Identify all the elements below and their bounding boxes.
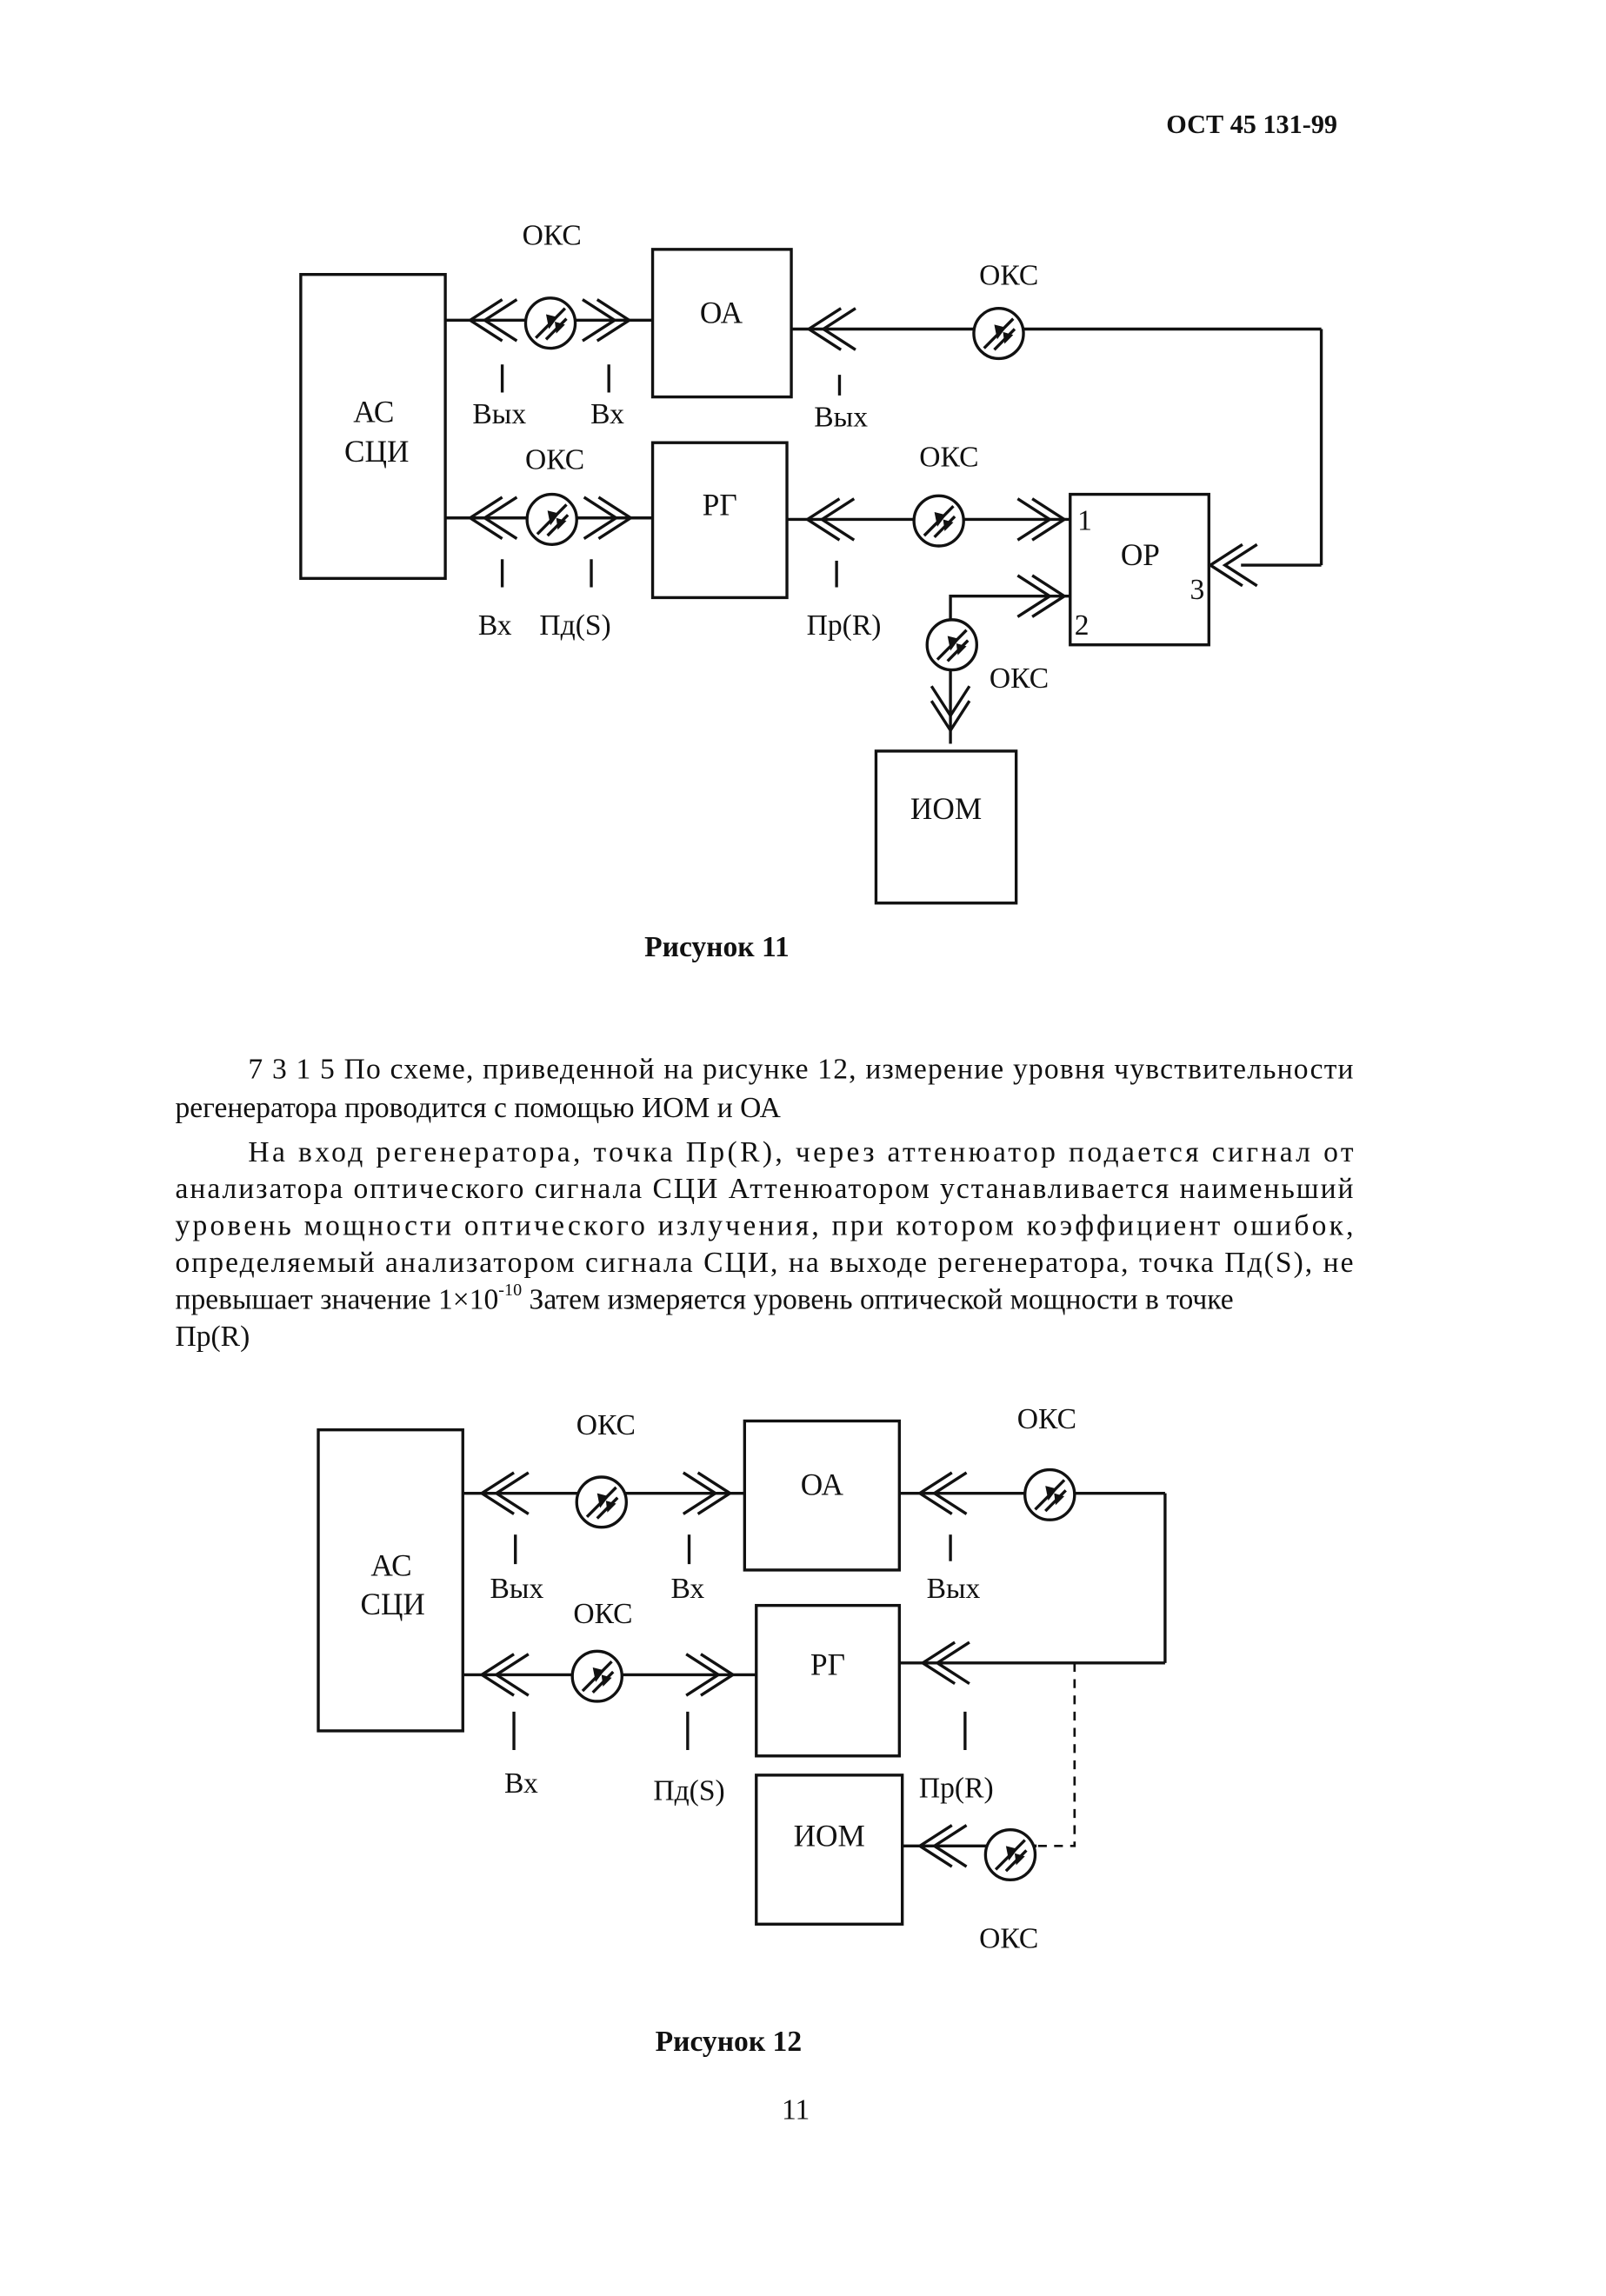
port-label: 1 [1077, 504, 1092, 536]
point-out-label: Вых [490, 1573, 544, 1605]
block-label: РГ [703, 487, 737, 522]
oks-label: ОКС [979, 1922, 1038, 1954]
point-out-label: Вых [814, 401, 868, 433]
line-start: превышает значение 1×10 [175, 1283, 498, 1315]
point-in-label: Вх [504, 1767, 538, 1800]
point-out-label: Вых [927, 1573, 981, 1605]
paragraph-line: регенератора проводится с помощью ИОМ и … [175, 1092, 781, 1124]
figure-11: АС СЦИ ОА РГ ОР 1 2 3 ИОМ ОКС Вых [299, 220, 1323, 963]
oks-cable-icon [570, 1649, 623, 1703]
point-in-label: Вх [590, 398, 624, 430]
block-label: ОР [1121, 537, 1160, 572]
paragraph-line: На вход регенератора, точка Пр(R), через… [248, 1136, 1353, 1168]
point-in-label: Вх [670, 1573, 704, 1605]
page-number: 11 [782, 2093, 810, 2126]
block-label: АС [353, 394, 394, 429]
paragraph-line: уровень мощности оптического излучения, … [175, 1209, 1353, 1241]
block-label: ОА [700, 296, 743, 330]
block-label: ИОМ [794, 1818, 865, 1853]
block-rg: РГ [650, 441, 789, 600]
oks-label: ОКС [919, 441, 978, 473]
point-pr-r-label: Пр(R) [807, 609, 882, 642]
point-pd-s-label: Пд(S) [539, 609, 610, 642]
paragraph-line: Пр(R) [175, 1321, 250, 1353]
oks-label: ОКС [523, 220, 582, 252]
port-label: 3 [1190, 574, 1204, 606]
block-label: ОА [801, 1467, 844, 1501]
oks-label: ОКС [1017, 1403, 1076, 1435]
oks-cable-icon [925, 618, 979, 672]
block-oa: ОА [743, 1419, 901, 1572]
port-label: 2 [1075, 609, 1090, 642]
oks-cable-icon [972, 307, 1025, 361]
block-iom: ИОМ [874, 749, 1018, 905]
block-label: РГ [810, 1647, 845, 1681]
point-pd-s-label: Пд(S) [653, 1775, 724, 1807]
oks-cable-icon [575, 1475, 629, 1529]
block-ac-sci: АС СЦИ [317, 1428, 464, 1733]
block-oa: ОА [650, 248, 793, 399]
figure-12: АС СЦИ ОА РГ ИОМ ОКС Вых Вх ОКС [317, 1403, 1167, 2058]
oks-cable-icon [912, 494, 965, 548]
oks-cable-icon [983, 1827, 1037, 1882]
block-iom: ИОМ [755, 1774, 904, 1926]
block-label: АС [370, 1548, 411, 1583]
paragraph-line: 7 3 1 5 По схеме, приведенной на рисунке… [248, 1054, 1353, 1086]
block-label: ИОМ [910, 791, 982, 826]
fiber-line [949, 595, 1070, 744]
figure-caption: Рисунок 12 [656, 2026, 803, 2058]
body-text: 7 3 1 5 По схеме, приведенной на рисунке… [175, 1054, 1353, 1353]
doc-code: ОСТ 45 131-99 [1166, 110, 1337, 139]
oks-cable-icon [525, 492, 578, 547]
oks-label: ОКС [573, 1598, 632, 1630]
line-end: Затем измеряется уровень оптической мощн… [522, 1283, 1233, 1315]
superscript: -10 [498, 1281, 522, 1300]
oks-label: ОКС [525, 444, 584, 476]
point-out-label: Вых [472, 398, 526, 430]
paragraph-line: превышает значение 1×10-10 Затем измеряе… [175, 1281, 1233, 1315]
block-rg: РГ [755, 1603, 901, 1758]
dashed-link [1036, 1662, 1076, 1847]
oks-cable-icon [1023, 1467, 1076, 1521]
block-or: ОР 1 2 3 [1069, 492, 1210, 647]
block-label: СЦИ [360, 1587, 424, 1621]
oks-label: ОКС [979, 259, 1038, 291]
oks-label: ОКС [990, 662, 1049, 695]
figure-caption: Рисунок 11 [644, 931, 790, 963]
paragraph-line: анализатора оптического сигнала СЦИ Атте… [175, 1173, 1353, 1205]
oks-cable-icon [523, 296, 577, 350]
paragraph-line: определяемый анализатором сигнала СЦИ, н… [175, 1247, 1353, 1279]
block-label: СЦИ [344, 434, 409, 469]
block-ac-sci: АС СЦИ [299, 273, 447, 581]
point-in-label: Вх [478, 609, 512, 642]
oks-label: ОКС [576, 1409, 636, 1441]
point-pr-r-label: Пр(R) [919, 1772, 994, 1804]
